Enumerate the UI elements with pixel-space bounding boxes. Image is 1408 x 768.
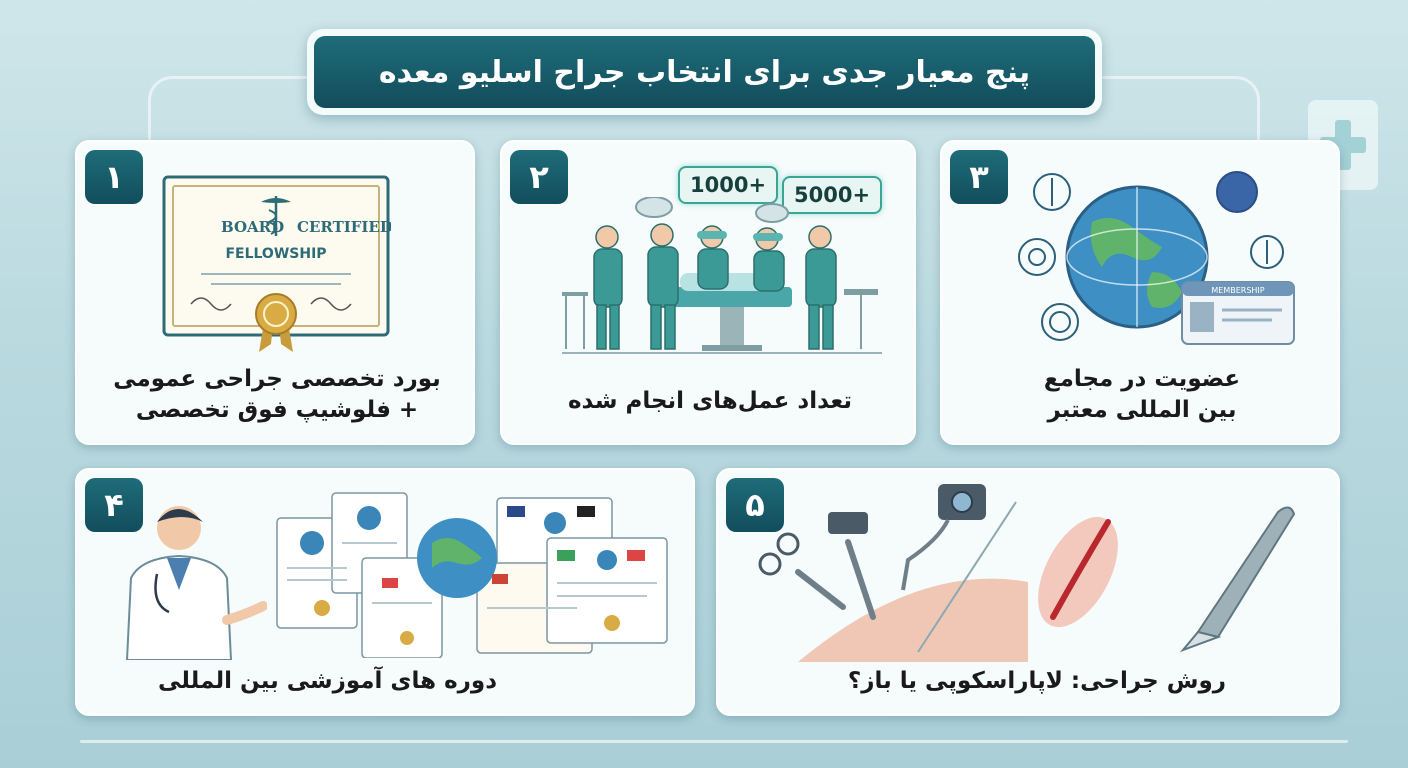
doctor-icon xyxy=(125,506,267,660)
card-number-badge: ۳ xyxy=(950,150,1008,204)
organization-emblem-icon xyxy=(1018,171,1284,341)
membership-card-text: MEMBERSHIP xyxy=(1211,286,1264,295)
card-number-badge: ۵ xyxy=(726,478,784,532)
laparoscope-icon xyxy=(758,484,1296,662)
count-tag-5000: 5000+ xyxy=(782,176,883,214)
floor-line xyxy=(80,740,1348,743)
card-label-line1: روش جراحی: لاپاراسکوپی یا باز؟ xyxy=(847,668,1226,694)
card-label-line1: بورد تخصصی جراحی عمومی xyxy=(113,366,441,392)
count-tag-1000: 1000+ xyxy=(678,166,779,204)
flag-icon xyxy=(382,506,645,588)
membership-card-icon: MEMBERSHIP xyxy=(1181,281,1295,345)
globe-icon xyxy=(417,518,497,598)
camera-icon xyxy=(901,484,986,591)
card-label: عضویت در مجامع بین المللی معتبر xyxy=(962,364,1322,426)
card-label: تعداد عمل‌های انجام شده xyxy=(522,386,898,417)
card-label-line2: بین المللی معتبر xyxy=(1047,397,1237,424)
caduceus-icon xyxy=(261,196,291,236)
seal-icon xyxy=(255,293,297,352)
page-title: پنج معیار جدی برای انتخاب جراح اسلیو معد… xyxy=(378,54,1031,90)
globe-icon: MEMBERSHIP xyxy=(1018,171,1295,345)
surgical-team-icon xyxy=(562,197,882,354)
card-number-badge: ۴ xyxy=(85,478,143,532)
card-international-membership: ۳ MEMBERSHIP عضویت در مجامع بین المللی م… xyxy=(940,140,1340,445)
card-label: روش جراحی: لاپاراسکوپی یا باز؟ xyxy=(738,666,1322,697)
card-label: دوره های آموزشی بین المللی xyxy=(97,666,677,697)
card-operation-count: ۲ 1000+ 5000+ xyxy=(500,140,916,445)
certificate-icon xyxy=(276,492,668,658)
card-label-line1: تعداد عمل‌های انجام شده xyxy=(567,388,852,414)
card-label-line2: + فلوشیپ فوق تخصصی xyxy=(135,397,419,424)
card-label-line1: عضویت در مجامع xyxy=(1043,366,1241,392)
card-international-courses: ۴ xyxy=(75,468,695,716)
certificate-certified-text: CERTIFIED xyxy=(297,218,391,236)
card-board-certification: ۱ BOARD CERTIFIED FELLOWSHIP بورد تخصصی … xyxy=(75,140,475,445)
title-banner: پنج معیار جدی برای انتخاب جراح اسلیو معد… xyxy=(307,29,1102,115)
surgical-lamp-icon xyxy=(635,197,789,223)
title-inner: پنج معیار جدی برای انتخاب جراح اسلیو معد… xyxy=(314,36,1095,108)
card-number-badge: ۲ xyxy=(510,150,568,204)
card-label-line1: دوره های آموزشی بین المللی xyxy=(158,668,497,694)
certificate-board-text: BOARD xyxy=(221,218,284,236)
card-number-badge: ۱ xyxy=(85,150,143,204)
card-surgical-method: ۵ روش جراحی: لاپاراسکوپی یا باز؟ xyxy=(716,468,1340,716)
certificate-fellowship-text: FELLOWSHIP xyxy=(225,246,326,262)
card-label: بورد تخصصی جراحی عمومی + فلوشیپ فوق تخصص… xyxy=(97,364,457,426)
scalpel-icon xyxy=(1179,506,1296,653)
certificate-icon: BOARD CERTIFIED FELLOWSHIP xyxy=(162,175,391,352)
incision-icon xyxy=(1038,516,1118,628)
